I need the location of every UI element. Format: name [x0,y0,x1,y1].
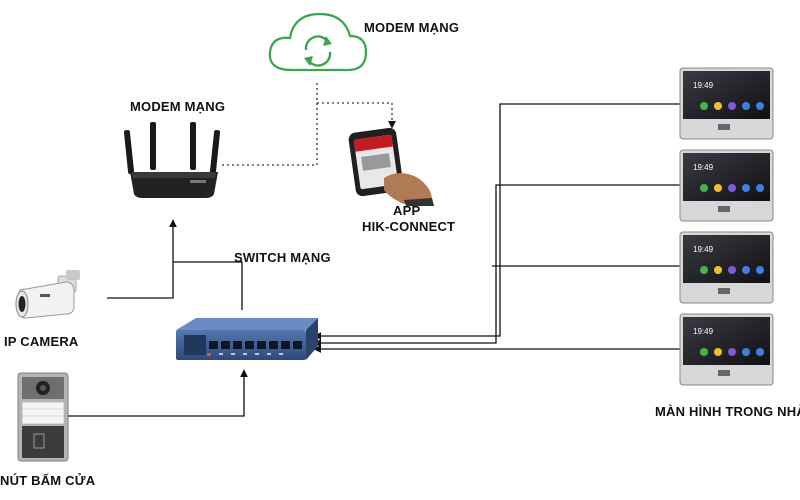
internet-links [222,82,396,166]
indoor-monitor: 19:49 [679,231,774,304]
router-icon [123,122,221,198]
cloud-icon [268,12,368,72]
door-button-label: NÚT BẤM CỬA [0,473,96,488]
connections [68,103,680,417]
monitor2-switch-link [313,184,680,347]
ip-camera-icon [15,270,80,319]
door-switch-link [68,369,248,417]
router-modem-label: MODEM MẠNG [130,99,226,114]
svg-text:19:49: 19:49 [693,81,714,90]
ip-camera-label: IP CAMERA [4,334,79,349]
monitor1-switch-link [313,103,680,340]
indoor-monitor: 19:49 [679,149,774,222]
door-station-icon [17,372,69,462]
svg-text:19:49: 19:49 [693,327,714,336]
svg-text:19:49: 19:49 [693,245,714,254]
switch-label: SWITCH MẠNG [234,250,331,265]
app-label-line2: HIK-CONNECT [362,219,456,234]
network-switch-icon [176,318,318,360]
phone-app-icon [348,127,434,206]
router-cloud-link [222,82,318,166]
indoor-monitors-label: MÀN HÌNH TRONG NHÀ [655,404,800,419]
cloud-app-link [317,102,396,129]
cloud-modem-label: MODEM MẠNG [364,20,460,35]
camera-router-link [107,219,177,299]
app-label-line1: APP [393,203,421,218]
indoor-monitor: 19:49 [679,313,774,386]
svg-text:19:49: 19:49 [693,163,714,172]
indoor-monitor: 19:49 [679,67,774,140]
switch-router-link [173,261,243,310]
